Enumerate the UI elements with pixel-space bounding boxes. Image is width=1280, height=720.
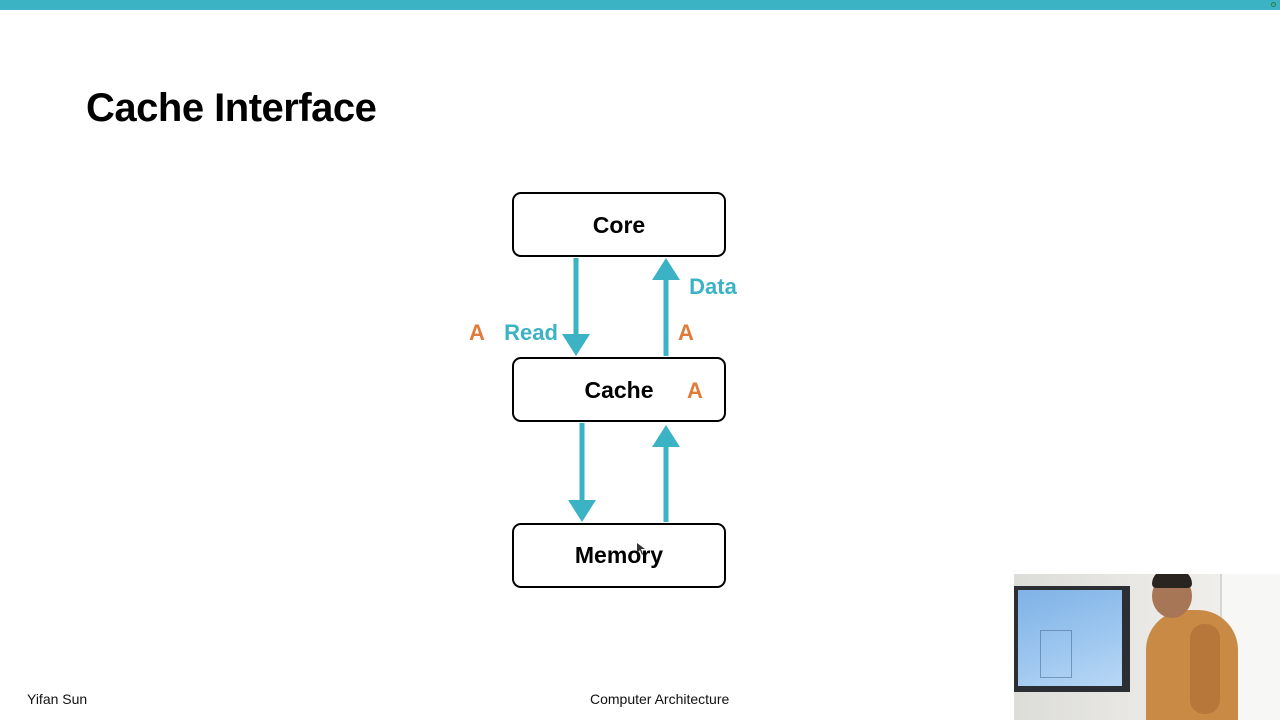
core-node: Core (512, 192, 726, 257)
cache-label: Cache (584, 377, 653, 403)
memory-box (512, 523, 726, 588)
arrowhead-up-icon (652, 425, 680, 447)
memory-node: Memory (512, 523, 726, 588)
footer-author: Yifan Sun (27, 691, 88, 707)
arrowhead-down-icon (568, 500, 596, 522)
mouse-cursor-icon (637, 543, 645, 555)
read-label: Read (504, 320, 558, 345)
cache-box (512, 357, 726, 422)
arrow-cache-to-memory (568, 423, 596, 522)
core-label: Core (593, 212, 645, 238)
read-address-label: A (469, 320, 485, 345)
data-address-label: A (678, 320, 694, 345)
presenter-webcam (1014, 574, 1280, 720)
slide-title: Cache Interface (86, 86, 377, 130)
data-arrow-cache-to-core (652, 258, 680, 356)
presenter-hair (1152, 574, 1192, 588)
status-dot-icon (1271, 2, 1276, 7)
presenter-arm (1190, 624, 1220, 714)
arrowhead-down-icon (562, 334, 590, 356)
webcam-slide-thumbnail (1040, 630, 1072, 678)
data-label: Data (689, 274, 737, 299)
core-box (512, 192, 726, 257)
memory-label: Memory (575, 542, 663, 568)
cache-node: Cache A (512, 357, 726, 422)
read-arrow-core-to-cache (562, 258, 590, 356)
cache-address-label: A (687, 378, 703, 403)
arrowhead-up-icon (652, 258, 680, 280)
arrow-memory-to-cache (652, 425, 680, 522)
top-accent-bar (0, 0, 1280, 10)
footer-course: Computer Architecture (590, 691, 730, 707)
webcam-projector-screen (1018, 590, 1122, 686)
